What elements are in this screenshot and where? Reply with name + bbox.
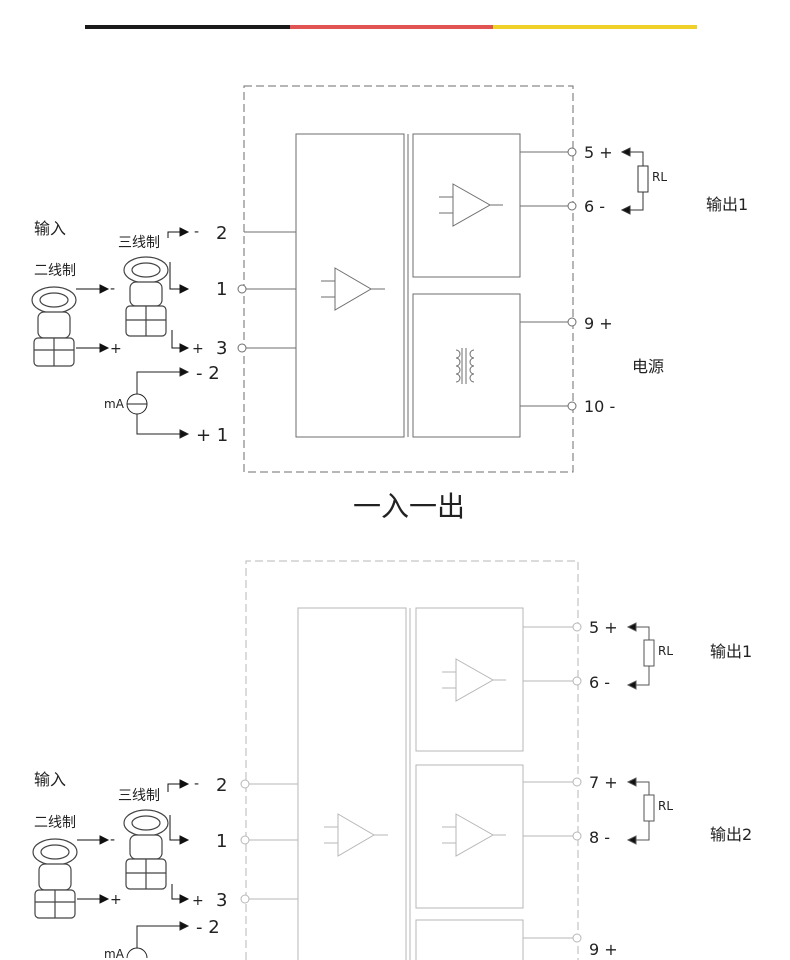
load-resistor-2a-icon bbox=[626, 622, 655, 690]
three-wire-plus: + bbox=[192, 341, 204, 357]
transformer-icon bbox=[455, 348, 475, 384]
terminal-3-label-2: 3 bbox=[216, 890, 227, 911]
input-amplifier-2-icon bbox=[324, 813, 388, 857]
output1-block-2 bbox=[415, 607, 524, 752]
stripe-black bbox=[85, 25, 290, 29]
ma-label: mA bbox=[104, 397, 125, 411]
three-wire-minus: - bbox=[194, 224, 199, 240]
color-stripe bbox=[85, 25, 697, 29]
load-resistor-2b-icon bbox=[626, 777, 655, 845]
two-wire-plus-2: + bbox=[110, 892, 122, 908]
power-block-1 bbox=[412, 293, 521, 438]
two-wire-label-2: 二线制 bbox=[34, 815, 76, 831]
terminal-2-label: 2 bbox=[216, 223, 227, 244]
two-wire-minus-2: - bbox=[110, 832, 115, 848]
two-wire-transmitter-2-icon bbox=[32, 838, 78, 919]
load-resistor-icon bbox=[620, 147, 649, 215]
ma-minus-label: - 2 bbox=[196, 363, 220, 384]
stripe-yellow bbox=[493, 25, 697, 29]
three-wire-transmitter-2-icon bbox=[123, 809, 169, 890]
input-amplifier-icon bbox=[321, 267, 385, 311]
terminal-6-circle bbox=[567, 201, 577, 211]
output1-label-2: 输出1 bbox=[710, 642, 752, 661]
two-wire-label: 二线制 bbox=[34, 263, 76, 279]
out1-neg-label-2: 6 - bbox=[589, 673, 610, 692]
three-wire-transmitter-icon bbox=[123, 256, 169, 337]
two-wire-leads bbox=[76, 284, 110, 353]
three-wire-leads-2 bbox=[167, 779, 190, 904]
enclosure-1 bbox=[243, 85, 574, 473]
output-amplifier-2b-icon bbox=[442, 813, 506, 857]
two-wire-minus: - bbox=[110, 281, 115, 297]
input-label: 输入 bbox=[34, 219, 66, 238]
pwr-pos-label: 9 + bbox=[584, 314, 613, 333]
out-neg-label: 6 - bbox=[584, 197, 605, 216]
terminal-9-circle bbox=[567, 317, 577, 327]
power-block-2 bbox=[415, 919, 524, 960]
diagram-one-in-two-out bbox=[240, 560, 582, 960]
output1-label: 输出1 bbox=[706, 195, 748, 214]
input-block-1 bbox=[295, 133, 405, 438]
terminal-1-label: 1 bbox=[216, 279, 227, 300]
terminal-5-circle bbox=[567, 147, 577, 157]
ma-plus-label: + 1 bbox=[196, 425, 228, 446]
output2-label-2: 输出2 bbox=[710, 825, 752, 844]
terminal-3-circle bbox=[237, 343, 247, 353]
terminal-1-circle bbox=[237, 284, 247, 294]
three-wire-leads bbox=[167, 227, 190, 353]
three-wire-minus-2: - bbox=[194, 776, 199, 792]
power-label: 电源 bbox=[632, 357, 664, 376]
output-amplifier-2a-icon bbox=[442, 658, 506, 702]
ma-label-2: mA bbox=[104, 947, 125, 960]
three-wire-plus-2: + bbox=[192, 893, 204, 909]
three-wire-label-2: 三线制 bbox=[118, 788, 160, 804]
input-block-2 bbox=[297, 607, 407, 960]
ma-source-2-icon bbox=[126, 921, 190, 959]
output-block-1 bbox=[412, 133, 521, 278]
diagram-one-in-one-out bbox=[237, 85, 577, 473]
terminal-10-circle bbox=[567, 401, 577, 411]
pwr-pos-label-2: 9 + bbox=[589, 940, 618, 959]
enclosure-2 bbox=[245, 560, 579, 960]
out2-neg-label-2: 8 - bbox=[589, 828, 610, 847]
diagram-title: 一入一出 bbox=[353, 490, 465, 523]
output2-block-2 bbox=[415, 764, 524, 909]
ma-minus-label-2: - 2 bbox=[196, 917, 220, 938]
output-amplifier-icon bbox=[439, 183, 503, 227]
two-wire-plus: + bbox=[110, 341, 122, 357]
two-wire-leads-2 bbox=[77, 835, 110, 904]
rl1-label-2: RL bbox=[658, 644, 673, 658]
out1-pos-label-2: 5 + bbox=[589, 618, 618, 637]
three-wire-label: 三线制 bbox=[118, 235, 160, 251]
terminal-3-label: 3 bbox=[216, 338, 227, 359]
terminal-1-label-2: 1 bbox=[216, 831, 227, 852]
stripe-red bbox=[290, 25, 493, 29]
ma-source-icon bbox=[126, 367, 190, 439]
input-label-2: 输入 bbox=[34, 770, 66, 789]
two-wire-transmitter-icon bbox=[31, 286, 77, 367]
rl2-label-2: RL bbox=[658, 799, 673, 813]
rl-label: RL bbox=[652, 170, 667, 184]
terminal-2-label-2: 2 bbox=[216, 775, 227, 796]
pwr-neg-label: 10 - bbox=[584, 397, 615, 416]
out2-pos-label-2: 7 + bbox=[589, 773, 618, 792]
out-pos-label: 5 + bbox=[584, 143, 613, 162]
